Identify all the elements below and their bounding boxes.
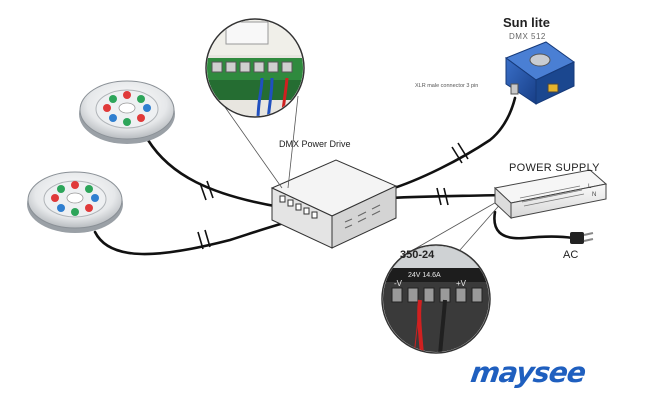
psu-terminal-closeup: 350-24 24V 14.6A -V +V: [381, 244, 491, 354]
psu-model-text: 350-24: [400, 249, 435, 261]
psu-terminal-pos: +V: [456, 279, 467, 288]
sunlite-dmx-interface: [504, 41, 575, 105]
cable-light2-to-drive: [93, 218, 297, 256]
ac-label: AC: [563, 249, 579, 261]
magnifier-pointers-top: [219, 95, 299, 189]
magnifier-pointers-bottom: [405, 199, 504, 255]
psu-vents: [519, 185, 585, 207]
cables: [93, 96, 575, 256]
cable-light1-to-drive: [146, 138, 282, 209]
power-supply-unit: [493, 169, 608, 220]
drive-vents: [344, 204, 381, 229]
psu-pin-marking: N: [592, 192, 597, 198]
dmx-power-drive-label: DMX Power Drive: [279, 139, 351, 149]
psu-pin-marking: L: [588, 184, 592, 190]
xlr-connector-label: XLR male connector 3 pin: [415, 83, 479, 89]
psu-output-text: 24V 14.6A: [408, 272, 441, 279]
cable-psu-to-ac: [493, 210, 575, 240]
break-mark-1: [199, 180, 214, 201]
cable-drive-to-psu: [388, 193, 502, 200]
drive-terminals: [279, 195, 318, 219]
break-mark-3: [436, 187, 449, 206]
terminal-closeup: [205, 18, 305, 118]
underwater-light-2: [27, 171, 123, 233]
power-supply-label: POWER SUPPLY: [509, 162, 600, 174]
led-ring-2: [51, 181, 99, 216]
led-ring-1: [103, 91, 151, 126]
underwater-light-1: [79, 80, 175, 144]
ac-plug: [570, 232, 594, 244]
break-mark-4: [451, 142, 469, 164]
sunlite-title: Sun lite: [503, 15, 550, 30]
break-mark-2: [197, 229, 211, 250]
maysee-logo: maysee: [468, 356, 588, 389]
dmx-power-drive: [270, 159, 398, 249]
psu-terminal-neg: -V: [394, 279, 403, 288]
sunlite-subtitle: DMX 512: [509, 32, 546, 41]
cable-drive-to-dmx: [386, 96, 517, 192]
cable-break-marks: [197, 142, 469, 250]
